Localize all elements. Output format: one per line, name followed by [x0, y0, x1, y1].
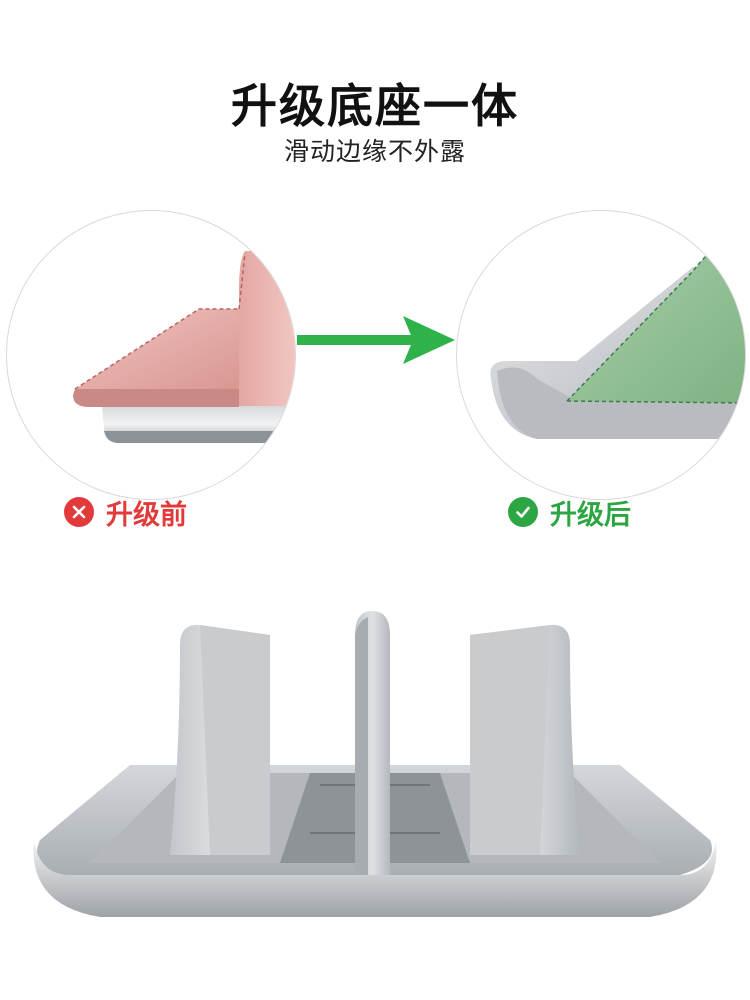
cross-icon [64, 497, 94, 527]
page-title: 升级底座一体 [231, 79, 519, 133]
after-label-text: 升级后 [550, 499, 631, 531]
before-illustration [73, 251, 295, 443]
check-icon [508, 497, 538, 527]
laptop-stand-illustration [33, 611, 717, 917]
before-detail-circle [6, 210, 296, 500]
before-label-text: 升级前 [106, 499, 187, 531]
after-illustration [490, 244, 745, 439]
after-label: 升级后 [508, 492, 631, 532]
page-subtitle: 滑动边缘不外露 [283, 137, 466, 166]
after-detail-circle [456, 210, 746, 500]
right-arrow-icon [297, 316, 455, 364]
before-label: 升级前 [64, 492, 187, 532]
